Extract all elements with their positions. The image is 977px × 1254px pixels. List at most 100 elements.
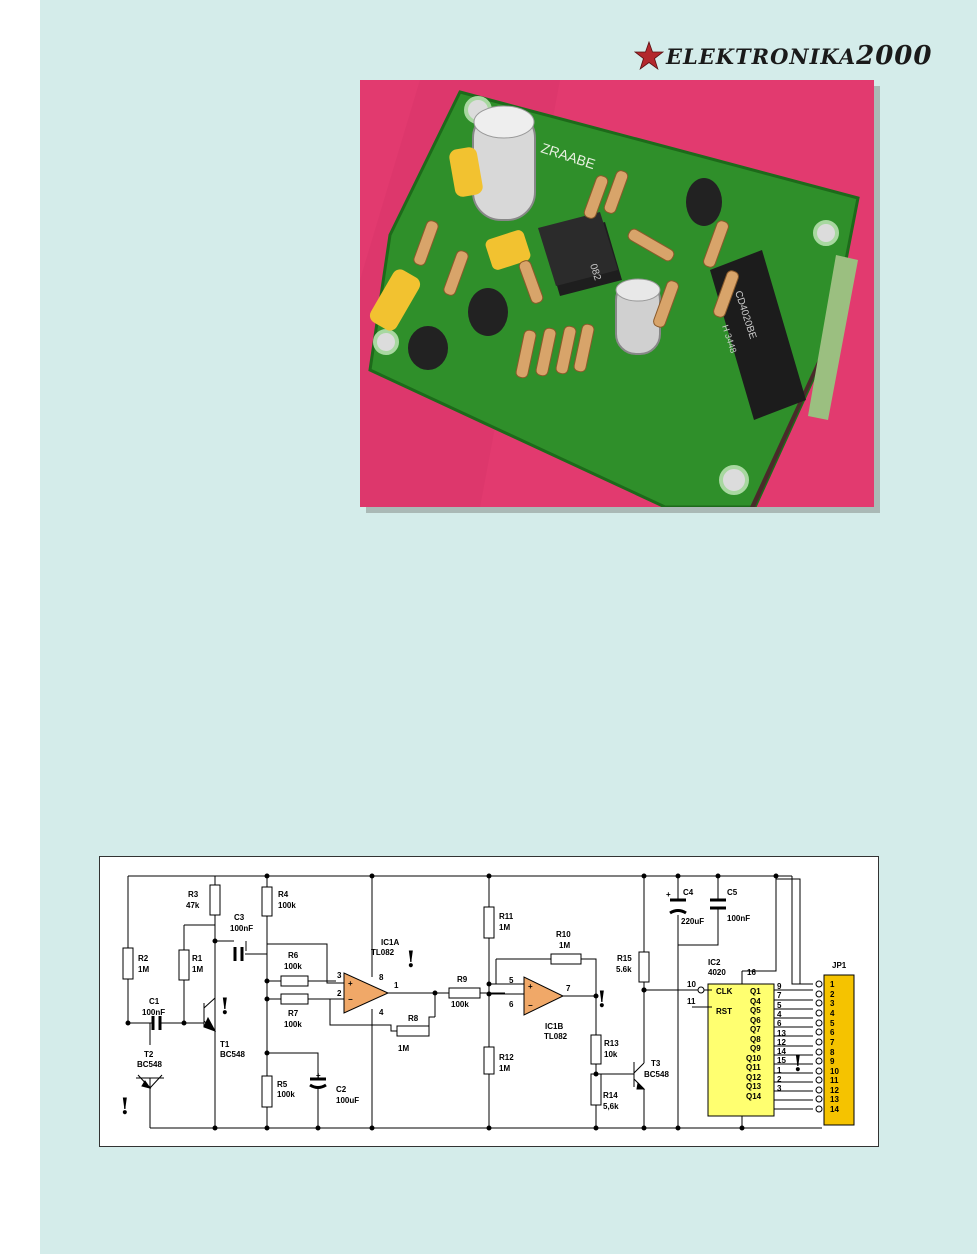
svg-text:1: 1 <box>777 1066 782 1075</box>
svg-text:7: 7 <box>830 1038 835 1047</box>
svg-text:100nF: 100nF <box>142 1008 165 1017</box>
svg-text:4020: 4020 <box>708 968 726 977</box>
svg-text:IC2: IC2 <box>708 958 721 967</box>
svg-text:R13: R13 <box>604 1039 619 1048</box>
svg-text:R6: R6 <box>288 951 299 960</box>
svg-text:2: 2 <box>830 990 835 999</box>
svg-text:6: 6 <box>830 1028 835 1037</box>
svg-text:IC1B: IC1B <box>545 1022 563 1031</box>
svg-text:T3: T3 <box>651 1059 661 1068</box>
svg-text:+: + <box>348 979 353 988</box>
svg-text:BC548: BC548 <box>137 1060 162 1069</box>
svg-text:14: 14 <box>830 1105 839 1114</box>
svg-text:12: 12 <box>777 1038 786 1047</box>
svg-text:Q7: Q7 <box>750 1025 761 1034</box>
svg-text:Q14: Q14 <box>746 1092 762 1101</box>
pcb-photo-image: ZRAABE 082 CD4020BE H 3448 <box>360 80 874 507</box>
svg-text:!: ! <box>406 947 416 973</box>
svg-text:6: 6 <box>509 1000 514 1009</box>
svg-text:R1: R1 <box>192 954 203 963</box>
svg-text:C4: C4 <box>683 888 694 897</box>
svg-text:3: 3 <box>337 971 342 980</box>
svg-text:!: ! <box>597 987 607 1013</box>
svg-text:5: 5 <box>777 1001 782 1010</box>
svg-text:12: 12 <box>830 1086 839 1095</box>
svg-text:10: 10 <box>830 1067 839 1076</box>
svg-text:2: 2 <box>777 1075 782 1084</box>
svg-text:Q4: Q4 <box>750 997 761 1006</box>
svg-text:BC548: BC548 <box>220 1050 245 1059</box>
svg-text:100nF: 100nF <box>727 914 750 923</box>
svg-text:10k: 10k <box>604 1050 618 1059</box>
svg-text:1: 1 <box>830 980 835 989</box>
brand-logo: ELEKTRONIKA2000 <box>634 40 933 72</box>
svg-text:7: 7 <box>566 984 571 993</box>
svg-text:RST: RST <box>716 1007 732 1016</box>
svg-text:10: 10 <box>687 980 696 989</box>
svg-text:TL082: TL082 <box>544 1032 568 1041</box>
svg-text:16: 16 <box>747 968 756 977</box>
brand-wordmark: ELEKTRONIKA2000 <box>666 41 933 71</box>
svg-text:11: 11 <box>687 997 696 1006</box>
svg-text:8: 8 <box>379 973 384 982</box>
svg-text:BC548: BC548 <box>644 1070 669 1079</box>
svg-text:6: 6 <box>777 1019 782 1028</box>
svg-text:R7: R7 <box>288 1009 299 1018</box>
svg-text:15: 15 <box>777 1056 786 1065</box>
svg-text:CLK: CLK <box>716 987 733 996</box>
svg-text:1: 1 <box>394 981 399 990</box>
svg-text:100k: 100k <box>278 901 296 910</box>
svg-text:1M: 1M <box>499 1064 510 1073</box>
svg-text:+: + <box>666 890 671 899</box>
svg-text:R8: R8 <box>408 1014 419 1023</box>
svg-text:9: 9 <box>830 1057 835 1066</box>
svg-text:R4: R4 <box>278 890 289 899</box>
svg-text:13: 13 <box>830 1095 839 1104</box>
svg-text:C2: C2 <box>336 1085 347 1094</box>
svg-text:1M: 1M <box>138 965 149 974</box>
svg-text:100nF: 100nF <box>230 924 253 933</box>
svg-text:Q6: Q6 <box>750 1016 761 1025</box>
svg-text:Q12: Q12 <box>746 1073 762 1082</box>
svg-text:9: 9 <box>777 982 782 991</box>
svg-text:5.6k: 5.6k <box>616 965 632 974</box>
svg-text:8: 8 <box>830 1048 835 1057</box>
svg-text:4: 4 <box>379 1008 384 1017</box>
svg-text:R15: R15 <box>617 954 632 963</box>
svg-text:4: 4 <box>777 1010 782 1019</box>
svg-text:!: ! <box>793 1051 803 1077</box>
svg-text:R10: R10 <box>556 930 571 939</box>
svg-text:1M: 1M <box>559 941 570 950</box>
svg-text:14: 14 <box>777 1047 786 1056</box>
pcb-photo: ZRAABE 082 CD4020BE H 3448 <box>360 80 880 513</box>
svg-text:Q9: Q9 <box>750 1044 761 1053</box>
svg-text:3: 3 <box>830 999 835 1008</box>
svg-text:IC1A: IC1A <box>381 938 399 947</box>
svg-text:TL082: TL082 <box>371 948 395 957</box>
svg-text:100k: 100k <box>284 1020 302 1029</box>
svg-text:1M: 1M <box>192 965 203 974</box>
svg-text:R5: R5 <box>277 1080 288 1089</box>
svg-text:11: 11 <box>830 1076 839 1085</box>
svg-text:13: 13 <box>777 1029 786 1038</box>
svg-text:T1: T1 <box>220 1040 230 1049</box>
svg-text:C1: C1 <box>149 997 160 1006</box>
star-icon <box>634 41 664 71</box>
svg-text:5: 5 <box>509 976 514 985</box>
svg-text:Q5: Q5 <box>750 1006 761 1015</box>
svg-text:T2: T2 <box>144 1050 154 1059</box>
svg-text:JP1: JP1 <box>832 961 847 970</box>
svg-text:5,6k: 5,6k <box>603 1102 619 1111</box>
svg-text:Q8: Q8 <box>750 1035 761 1044</box>
svg-text:Q10: Q10 <box>746 1054 762 1063</box>
svg-text:1M: 1M <box>499 923 510 932</box>
svg-text:7: 7 <box>777 991 782 1000</box>
svg-text:R12: R12 <box>499 1053 514 1062</box>
svg-text:100k: 100k <box>277 1090 295 1099</box>
svg-text:!: ! <box>120 1094 130 1120</box>
svg-text:R11: R11 <box>499 912 514 921</box>
svg-text:C5: C5 <box>727 888 738 897</box>
svg-text:!: ! <box>220 994 230 1020</box>
svg-text:R2: R2 <box>138 954 149 963</box>
